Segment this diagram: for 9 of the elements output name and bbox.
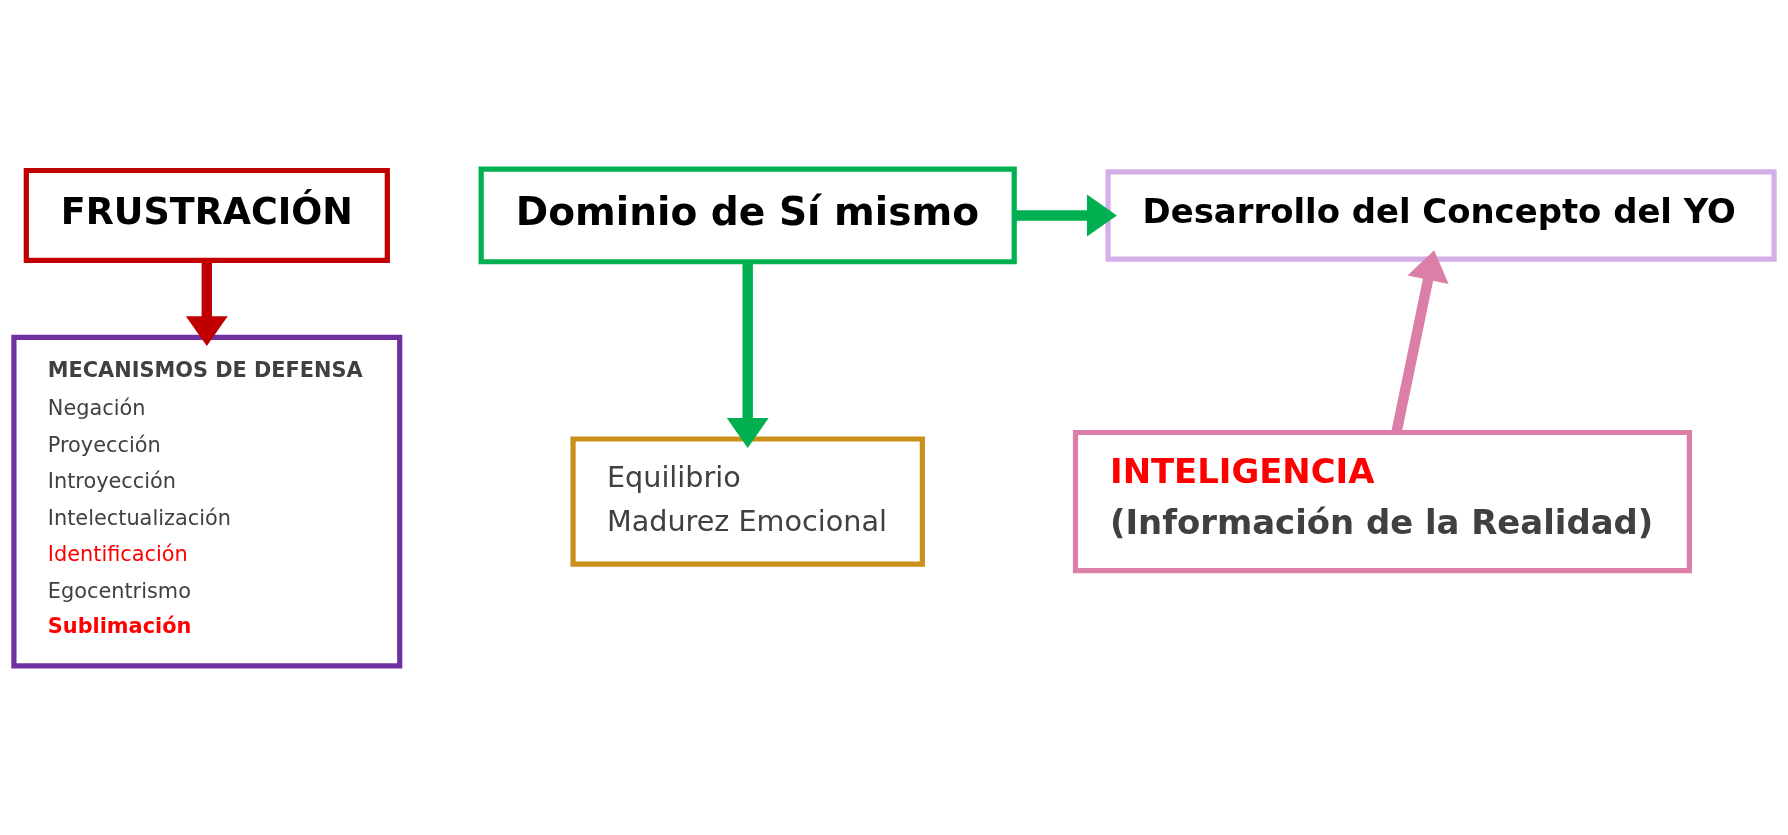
node-box: Desarrollo del Concepto del YO: [1105, 169, 1777, 262]
arrow: [1014, 194, 1117, 237]
node-box: MECANISMOS DE DEFENSA Negación Proyección Introyección Intelectualización Identificación Egocentrismo Sublimación: [11, 334, 403, 669]
arrow: [726, 262, 769, 449]
node-box: Dominio de Sí mismo: [478, 166, 1017, 265]
node-box: INTELIGENCIA (Información de la Realidad): [1072, 429, 1692, 574]
node-box: FRUSTRACIÓN: [23, 167, 390, 264]
arrow: [185, 260, 228, 347]
node-box: Equilibrio Madurez Emocional: [570, 436, 925, 567]
